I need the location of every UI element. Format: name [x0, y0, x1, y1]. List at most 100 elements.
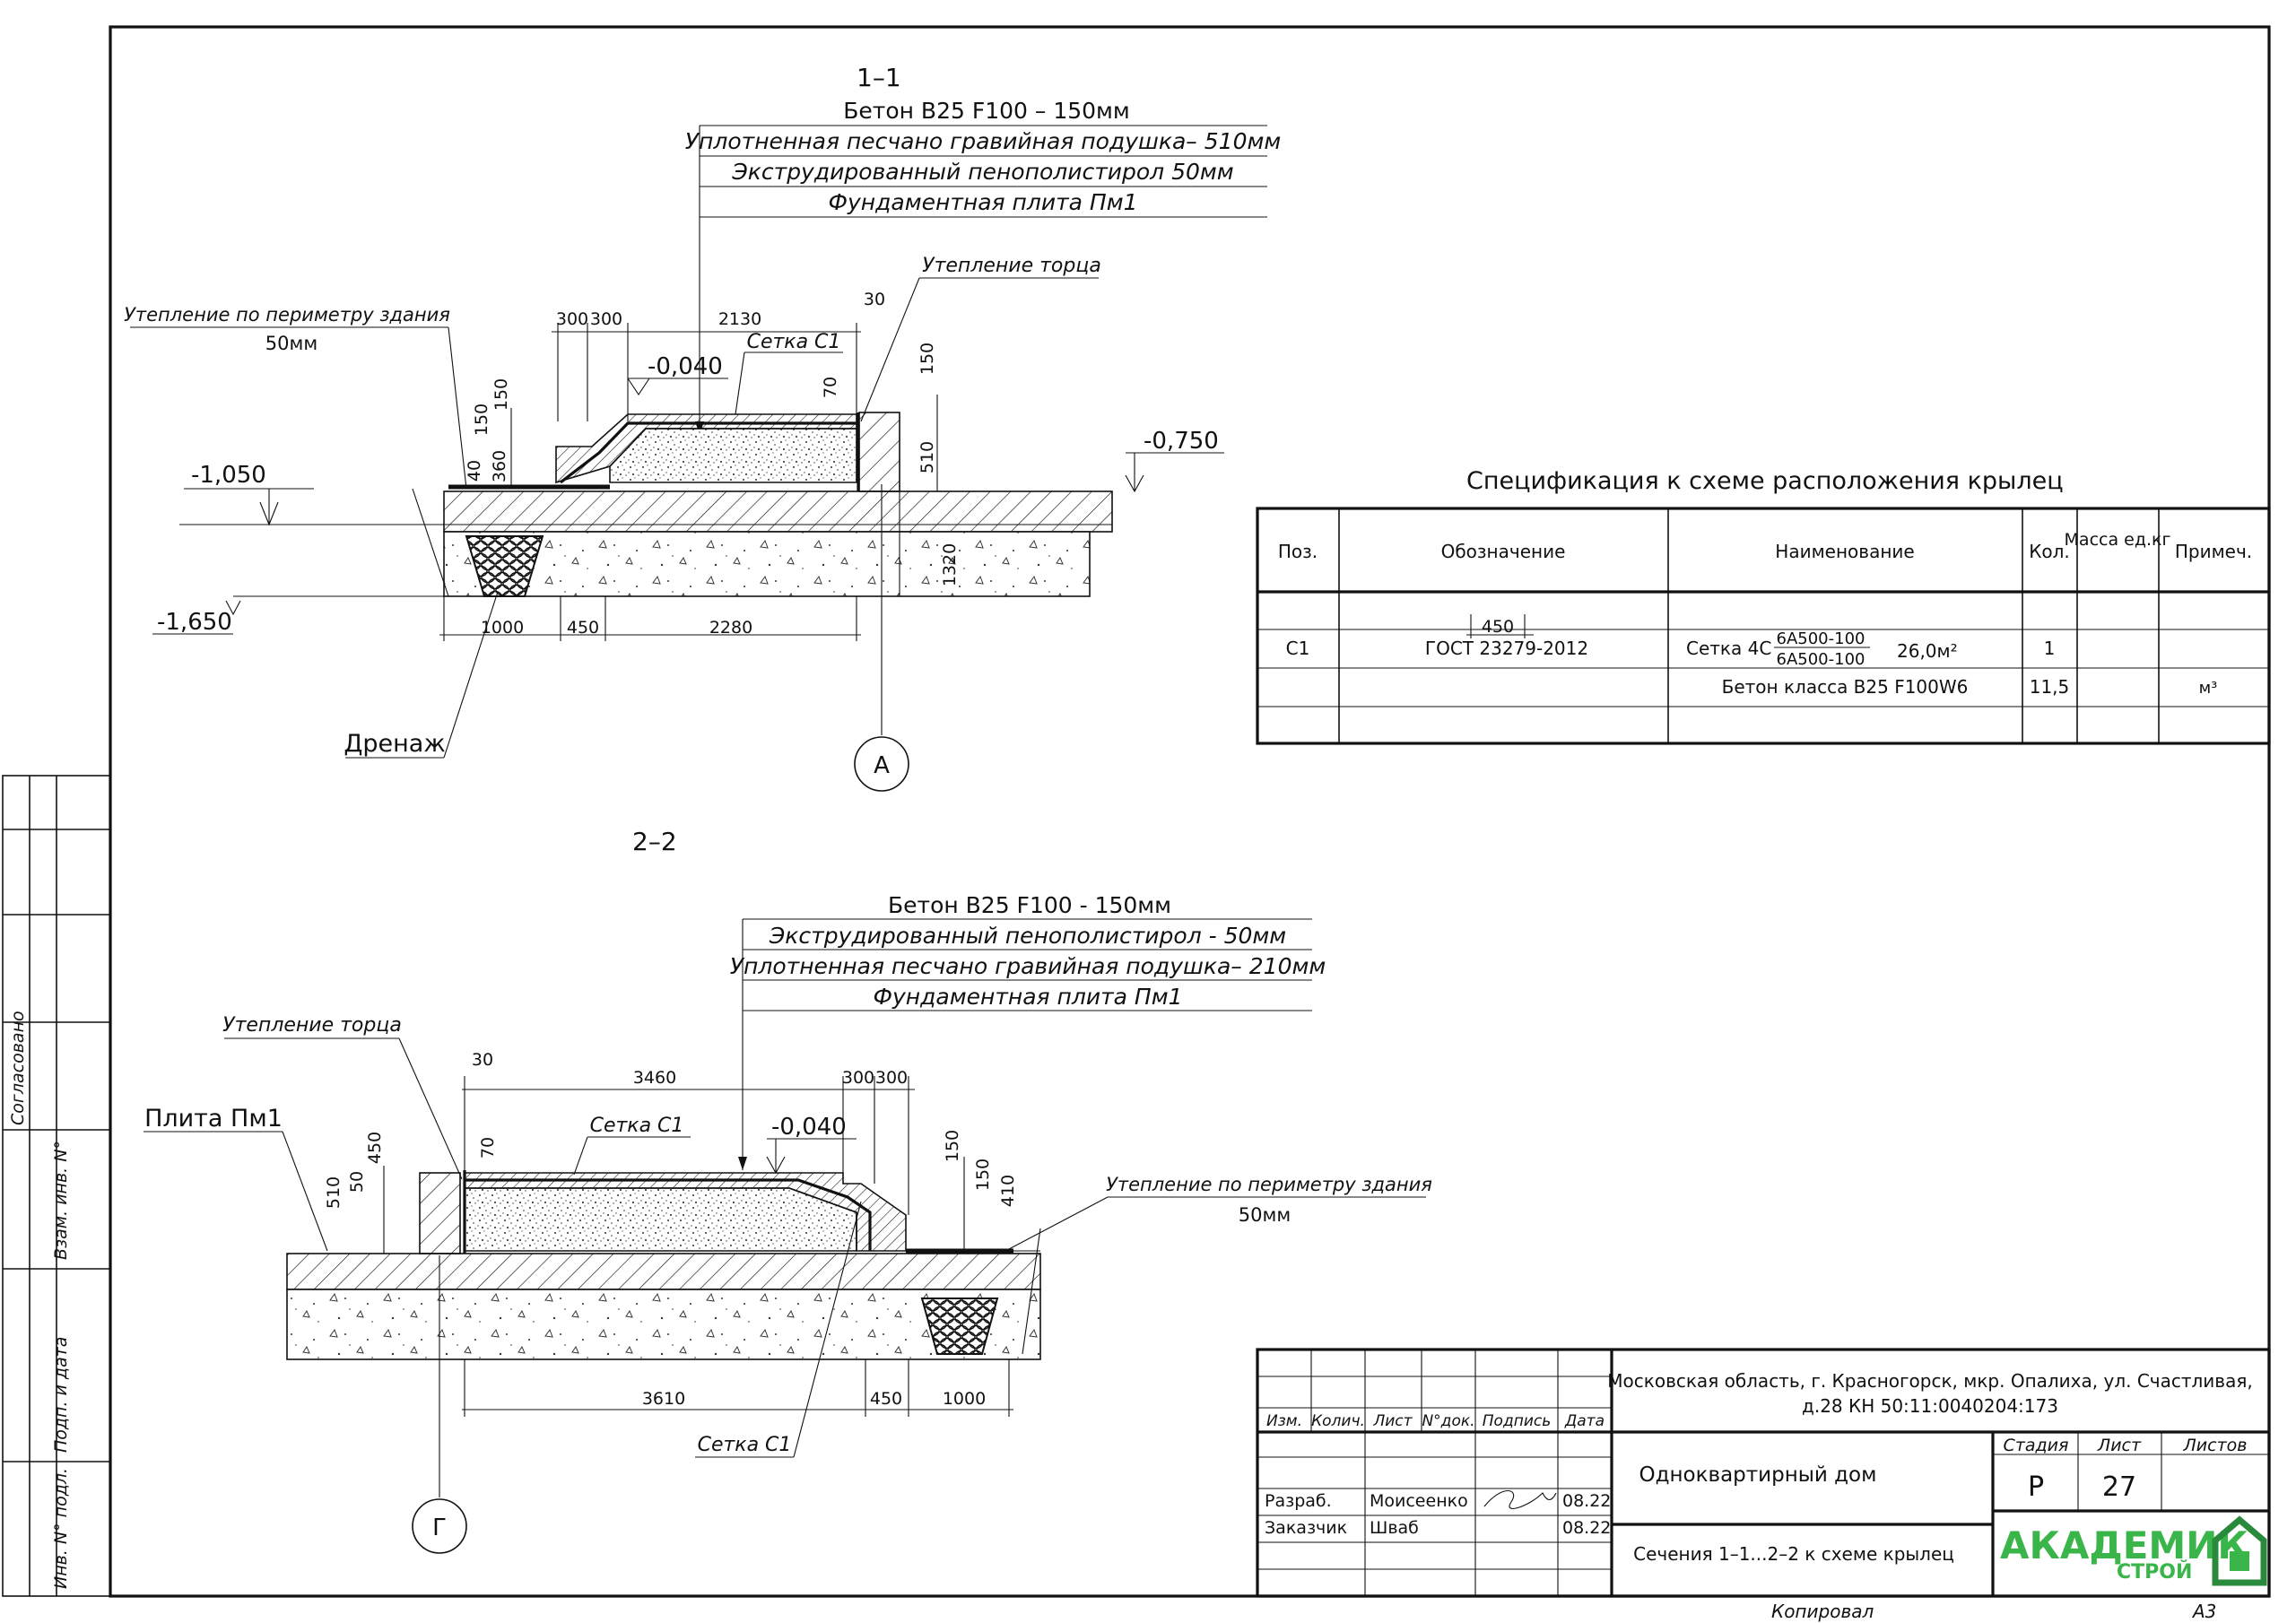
- side-stamp: Согласовано Взам. инв. N° Подп. и дата И…: [2, 775, 111, 1597]
- stamp-role-2: Заказчик: [1265, 1518, 1347, 1538]
- layer-1-3: Экструдированный пенополистирол 50мм: [731, 159, 1233, 185]
- label-1-perimeter-thk: 50мм: [265, 333, 317, 354]
- spec-r1-frac-bottom: 6А500-100: [1777, 650, 1866, 669]
- layer-2-2: Экструдированный пенополистирол - 50мм: [769, 923, 1286, 949]
- stamp-stage-label: Стадия: [2004, 1436, 2069, 1455]
- spec-r1-name: Сетка 4С: [1686, 638, 1771, 659]
- label-1-perimeter: Утепление по периметру здания: [124, 304, 450, 325]
- layer-2-4: Фундаментная плита Пм1: [873, 984, 1182, 1010]
- section-1-1: 1–1 Бетон B25 F100 – 150мм Уплотненная п…: [124, 63, 1281, 792]
- spec-h-qty: Кол.: [2029, 541, 2070, 562]
- stamp-sheet: 27: [2102, 1471, 2136, 1503]
- dim-1-v-3: 360: [490, 450, 509, 482]
- dim-1-b-1: 1000: [481, 618, 524, 638]
- spec-r1-qty: 1: [2044, 638, 2056, 659]
- dim-2-v-3: 510: [324, 1176, 344, 1209]
- dim-2-v-1: 450: [365, 1132, 385, 1164]
- label-2-end: Утепление торца: [222, 1014, 402, 1037]
- label-2-mesh: Сетка С1: [590, 1115, 684, 1137]
- label-1-end: Утепление торца: [922, 255, 1101, 277]
- level-1-right: -0,750: [1144, 428, 1219, 455]
- label-1-drainage: Дренаж: [344, 730, 445, 758]
- signature-icon: [1483, 1490, 1557, 1509]
- footer-format: А3: [2191, 1601, 2216, 1622]
- spec-r2-name: Бетон класса B25 F100W6: [1722, 676, 1969, 698]
- stamp-h-6: Дата: [1564, 1412, 1605, 1430]
- layer-1-1: Бетон B25 F100 – 150мм: [843, 98, 1130, 124]
- stamp-h-3: Лист: [1372, 1412, 1413, 1430]
- dim-2-top-4: 300: [875, 1068, 908, 1088]
- stamp-sheets-label: Листов: [2183, 1436, 2248, 1455]
- spec-h-name: Наименование: [1775, 541, 1914, 562]
- dim-2-top-3: 300: [842, 1068, 874, 1088]
- spec-r1-designation: ГОСТ 23279-2012: [1425, 638, 1588, 659]
- spec-h-mass: Масса ед.кг: [2065, 530, 2171, 550]
- dim-1-v-1: 150: [491, 378, 511, 411]
- spec-table: Спецификация к схеме расположения крылец…: [1256, 467, 2271, 745]
- stamp-h-5: Подпись: [1483, 1412, 1551, 1430]
- label-2-perimeter-thk: 50мм: [1239, 1204, 1291, 1226]
- company-logo: АКАДЕМИК СТРОЙ: [2000, 1515, 2267, 1586]
- level-1-left: -1,050: [191, 462, 266, 489]
- dim-1-v-8: 1320: [940, 543, 960, 586]
- axis-a: А: [874, 752, 890, 779]
- dim-2-v-6: 150: [973, 1159, 993, 1191]
- level-1-bottom: -1,650: [157, 609, 232, 636]
- dim-2-v-7: 410: [998, 1175, 1018, 1207]
- spec-r1-dim: 450: [1482, 617, 1514, 637]
- spec-h-pos: Поз.: [1278, 541, 1318, 562]
- dim-2-b-3: 1000: [943, 1389, 986, 1409]
- stamp-date-1: 08.22: [1562, 1491, 1611, 1511]
- dim-2-v-2: 50: [347, 1171, 367, 1193]
- dim-2-top-2: 3460: [633, 1068, 676, 1088]
- label-2-mesh-bottom: Сетка С1: [698, 1434, 792, 1456]
- label-2-slab: Плита Пм1: [144, 1105, 283, 1133]
- side-inv-original: Инв. N° подл.: [51, 1468, 71, 1589]
- side-replace-inv: Взам. инв. N°: [51, 1141, 71, 1260]
- dim-1-v-5: 70: [821, 377, 840, 398]
- dim-1-v-7: 510: [918, 441, 937, 473]
- level-2-top: -0,040: [771, 1114, 847, 1141]
- dim-1-b-2: 450: [567, 618, 599, 638]
- dim-2-b-2: 450: [870, 1389, 902, 1409]
- logo-main: АКАДЕМИК: [2000, 1523, 2248, 1567]
- stamp-project: Одноквартирный дом: [1639, 1463, 1877, 1487]
- layer-1-4: Фундаментная плита Пм1: [828, 189, 1137, 215]
- dim-1-top-4: 30: [864, 290, 885, 309]
- logo-sub: СТРОЙ: [2117, 1560, 2192, 1584]
- footer-copied: Копировал: [1771, 1601, 1874, 1622]
- stamp-address: Московская область, г. Красногорск, мкр.…: [1607, 1370, 2252, 1392]
- stamp-stage: Р: [2028, 1471, 2044, 1503]
- house-icon: [2212, 1515, 2267, 1586]
- side-agreed: Согласовано: [8, 1011, 28, 1125]
- stamp-sheet-label: Лист: [2097, 1436, 2142, 1455]
- stamp-h-4: N°док.: [1422, 1412, 1474, 1430]
- house-window-icon: [2230, 1551, 2249, 1571]
- side-sign-date: Подп. и дата: [51, 1337, 71, 1453]
- spec-h-designation: Обозначение: [1441, 541, 1566, 562]
- dim-2-top-1: 30: [472, 1050, 493, 1070]
- dim-1-top-2: 300: [590, 309, 622, 329]
- sheet-frame: [109, 25, 2271, 1598]
- dim-1-v-4: 40: [465, 460, 484, 482]
- stamp-date-2: 08.22: [1562, 1518, 1611, 1538]
- dim-1-v-6: 150: [918, 343, 937, 375]
- dim-2-v-5: 150: [943, 1130, 962, 1162]
- section-2-2: 2–2 Бетон B25 F100 - 150мм Экструдирован…: [144, 827, 1432, 1554]
- section-2-title: 2–2: [632, 827, 677, 856]
- layer-2-3: Уплотненная песчано гравийная подушка– 2…: [730, 953, 1326, 979]
- section-1-title: 1–1: [857, 63, 901, 92]
- stamp-role-1: Разраб.: [1265, 1491, 1332, 1511]
- spec-r2-qty: 11,5: [2030, 676, 2070, 698]
- stamp-address-2: д.28 КН 50:11:0040204:173: [1802, 1395, 2058, 1417]
- stamp-h-1: Изм.: [1266, 1412, 1302, 1430]
- layer-1-2: Уплотненная песчано гравийная подушка– 5…: [685, 128, 1281, 154]
- spec-r1-frac-top: 6А500-100: [1777, 629, 1866, 648]
- stamp-h-2: Колич.: [1311, 1412, 1365, 1430]
- dim-2-b-1: 3610: [642, 1389, 685, 1409]
- stamp-name-2: Шваб: [1370, 1518, 1419, 1538]
- dim-1-top-3: 2130: [718, 309, 761, 329]
- spec-r2-note: м³: [2199, 679, 2218, 698]
- spec-h-note: Примеч.: [2175, 541, 2252, 562]
